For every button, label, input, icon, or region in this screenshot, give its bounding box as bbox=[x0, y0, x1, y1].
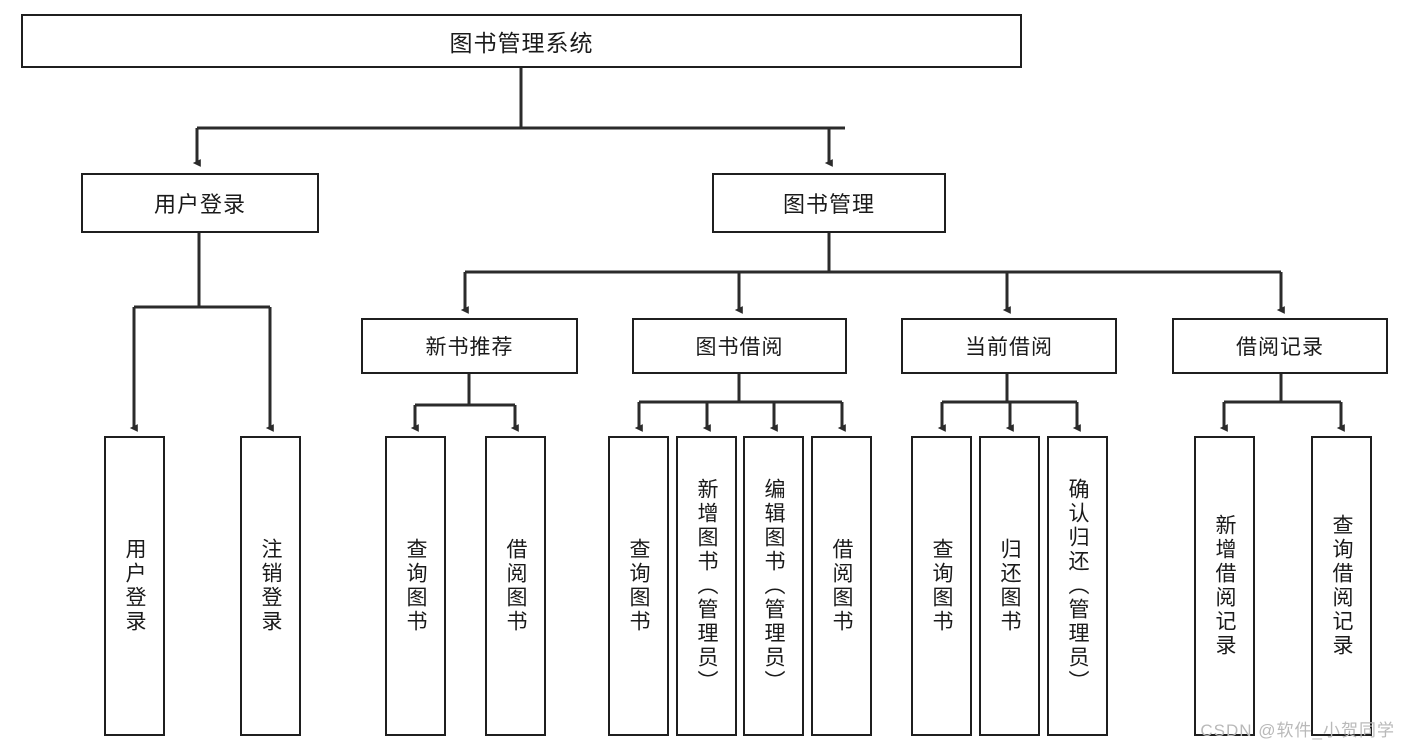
leaf-borrow-borrow-book[interactable]: 借阅图书 bbox=[811, 436, 872, 736]
leaf-borrow-query-book[interactable]: 查询图书 bbox=[608, 436, 669, 736]
node-root-label: 图书管理系统 bbox=[449, 30, 594, 56]
leaf-borrow-edit-book-admin[interactable]: 编辑图书（管理员） bbox=[743, 436, 804, 736]
leaf-new-book-query[interactable]: 查询图书 bbox=[385, 436, 446, 736]
leaf-current-return-book[interactable]: 归还图书 bbox=[979, 436, 1040, 736]
leaf-record-add-label: 新增借阅记录 bbox=[1213, 514, 1236, 658]
node-borrow-record[interactable]: 借阅记录 bbox=[1172, 318, 1388, 374]
node-new-book-recommend[interactable]: 新书推荐 bbox=[361, 318, 578, 374]
node-user-login[interactable]: 用户登录 bbox=[81, 173, 319, 233]
node-book-management-label: 图书管理 bbox=[782, 192, 875, 217]
leaf-current-confirm-return-admin[interactable]: 确认归还（管理员） bbox=[1047, 436, 1108, 736]
leaf-current-return-book-label: 归还图书 bbox=[998, 538, 1021, 634]
leaf-record-query[interactable]: 查询借阅记录 bbox=[1311, 436, 1372, 736]
leaf-user-logout[interactable]: 注销登录 bbox=[240, 436, 301, 736]
leaf-borrow-add-book-admin[interactable]: 新增图书（管理员） bbox=[676, 436, 737, 736]
leaf-user-login-label: 用户登录 bbox=[123, 538, 146, 634]
connector-lines bbox=[129, 68, 1345, 432]
node-borrow-record-label: 借阅记录 bbox=[1236, 336, 1324, 359]
leaf-borrow-edit-book-admin-label: 编辑图书（管理员） bbox=[762, 478, 785, 694]
leaf-current-confirm-return-admin-label: 确认归还（管理员） bbox=[1066, 478, 1089, 694]
leaf-new-book-borrow[interactable]: 借阅图书 bbox=[485, 436, 546, 736]
watermark: CSDN @软件_小贺同学 bbox=[1200, 721, 1395, 740]
node-book-borrow[interactable]: 图书借阅 bbox=[632, 318, 847, 374]
node-book-management[interactable]: 图书管理 bbox=[712, 173, 946, 233]
leaf-borrow-add-book-admin-label: 新增图书（管理员） bbox=[695, 478, 718, 694]
leaf-new-book-query-label: 查询图书 bbox=[404, 538, 427, 634]
leaf-user-logout-label: 注销登录 bbox=[259, 538, 282, 634]
node-current-borrow-label: 当前借阅 bbox=[965, 336, 1053, 359]
leaf-user-login[interactable]: 用户登录 bbox=[104, 436, 165, 736]
leaf-current-query-book[interactable]: 查询图书 bbox=[911, 436, 972, 736]
leaf-borrow-borrow-book-label: 借阅图书 bbox=[830, 538, 853, 634]
leaf-record-query-label: 查询借阅记录 bbox=[1330, 514, 1353, 658]
node-new-book-recommend-label: 新书推荐 bbox=[425, 336, 514, 359]
node-current-borrow[interactable]: 当前借阅 bbox=[901, 318, 1117, 374]
node-book-borrow-label: 图书借阅 bbox=[695, 336, 784, 359]
node-root-book-management-system[interactable]: 图书管理系统 bbox=[21, 14, 1022, 68]
leaf-record-add[interactable]: 新增借阅记录 bbox=[1194, 436, 1255, 736]
leaf-borrow-query-book-label: 查询图书 bbox=[627, 538, 650, 634]
node-user-login-label: 用户登录 bbox=[153, 192, 246, 217]
leaf-current-query-book-label: 查询图书 bbox=[930, 538, 953, 634]
leaf-new-book-borrow-label: 借阅图书 bbox=[504, 538, 527, 634]
